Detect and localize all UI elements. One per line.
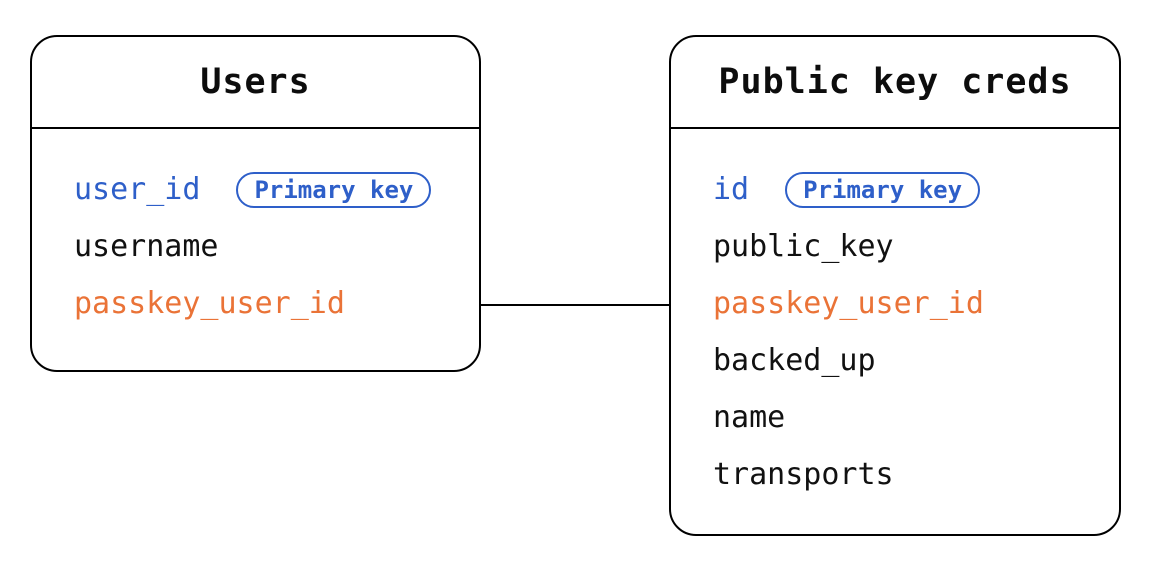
field-name: id xyxy=(713,172,750,207)
field-row-public-key: public_key xyxy=(671,218,1119,275)
table-users-body: user_id Primary key username passkey_use… xyxy=(32,129,479,332)
field-row-passkey-user-id: passkey_user_id xyxy=(671,275,1119,332)
field-row-user-id: user_id Primary key xyxy=(32,161,479,218)
field-row-username: username xyxy=(32,218,479,275)
table-users-header: Users xyxy=(32,37,479,129)
field-name: username xyxy=(74,229,219,264)
field-name: user_id xyxy=(74,172,201,207)
field-row-transports: transports xyxy=(671,446,1119,503)
table-public-key-creds: Public key creds id Primary key public_k… xyxy=(669,35,1121,536)
table-public-key-creds-body: id Primary key public_key passkey_user_i… xyxy=(671,129,1119,503)
field-name: backed_up xyxy=(713,343,876,378)
relationship-line xyxy=(480,304,670,306)
field-name: public_key xyxy=(713,229,894,264)
field-row-name: name xyxy=(671,389,1119,446)
field-row-passkey-user-id: passkey_user_id xyxy=(32,275,479,332)
table-title: Public key creds xyxy=(718,62,1072,102)
table-public-key-creds-header: Public key creds xyxy=(671,37,1119,129)
field-name: passkey_user_id xyxy=(74,286,345,321)
field-name: transports xyxy=(713,457,894,492)
primary-key-badge: Primary key xyxy=(785,171,981,208)
field-row-backed-up: backed_up xyxy=(671,332,1119,389)
field-row-id: id Primary key xyxy=(671,161,1119,218)
table-users: Users user_id Primary key username passk… xyxy=(30,35,481,372)
primary-key-badge: Primary key xyxy=(236,171,432,208)
field-name: passkey_user_id xyxy=(713,286,984,321)
table-title: Users xyxy=(200,62,311,102)
field-name: name xyxy=(713,400,786,435)
